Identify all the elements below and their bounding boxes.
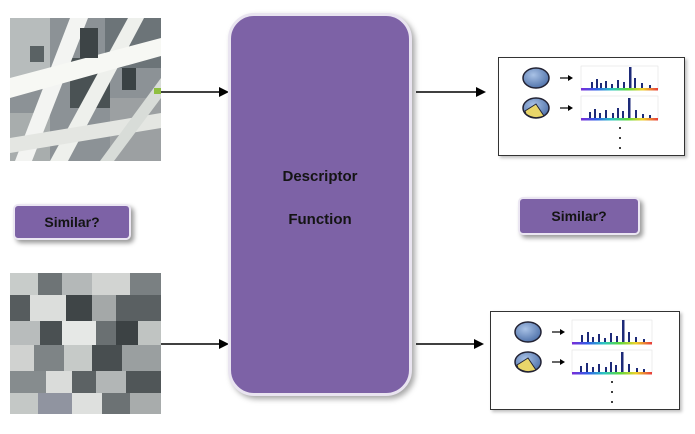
ellipsis-dots-icon <box>611 381 613 403</box>
descriptor-label-line1: Descriptor <box>282 168 358 185</box>
ellipsis-dots-icon <box>619 127 621 149</box>
image-patch-top <box>10 18 161 161</box>
similar-text: Similar? <box>551 208 607 224</box>
descriptor-function-box: Descriptor Function <box>228 13 412 396</box>
image-patch-bottom <box>10 273 161 414</box>
similar-text: Similar? <box>44 214 100 230</box>
arrow-right-icon <box>161 339 229 349</box>
histogram <box>591 67 651 88</box>
histogram <box>589 98 651 118</box>
histogram <box>580 352 645 372</box>
descriptor-label-line2: Function <box>288 211 352 228</box>
arrow-right-icon <box>416 339 484 349</box>
histogram-panel-top <box>498 57 685 156</box>
blob-icon <box>522 67 550 89</box>
blob-icon <box>514 321 542 343</box>
arrow-right-icon <box>161 87 229 97</box>
similar-label-right: Similar? <box>518 197 640 235</box>
histogram <box>581 320 645 342</box>
histogram-panel-bottom <box>490 311 680 410</box>
similar-label-left: Similar? <box>13 204 131 240</box>
arrow-right-icon <box>416 87 486 97</box>
